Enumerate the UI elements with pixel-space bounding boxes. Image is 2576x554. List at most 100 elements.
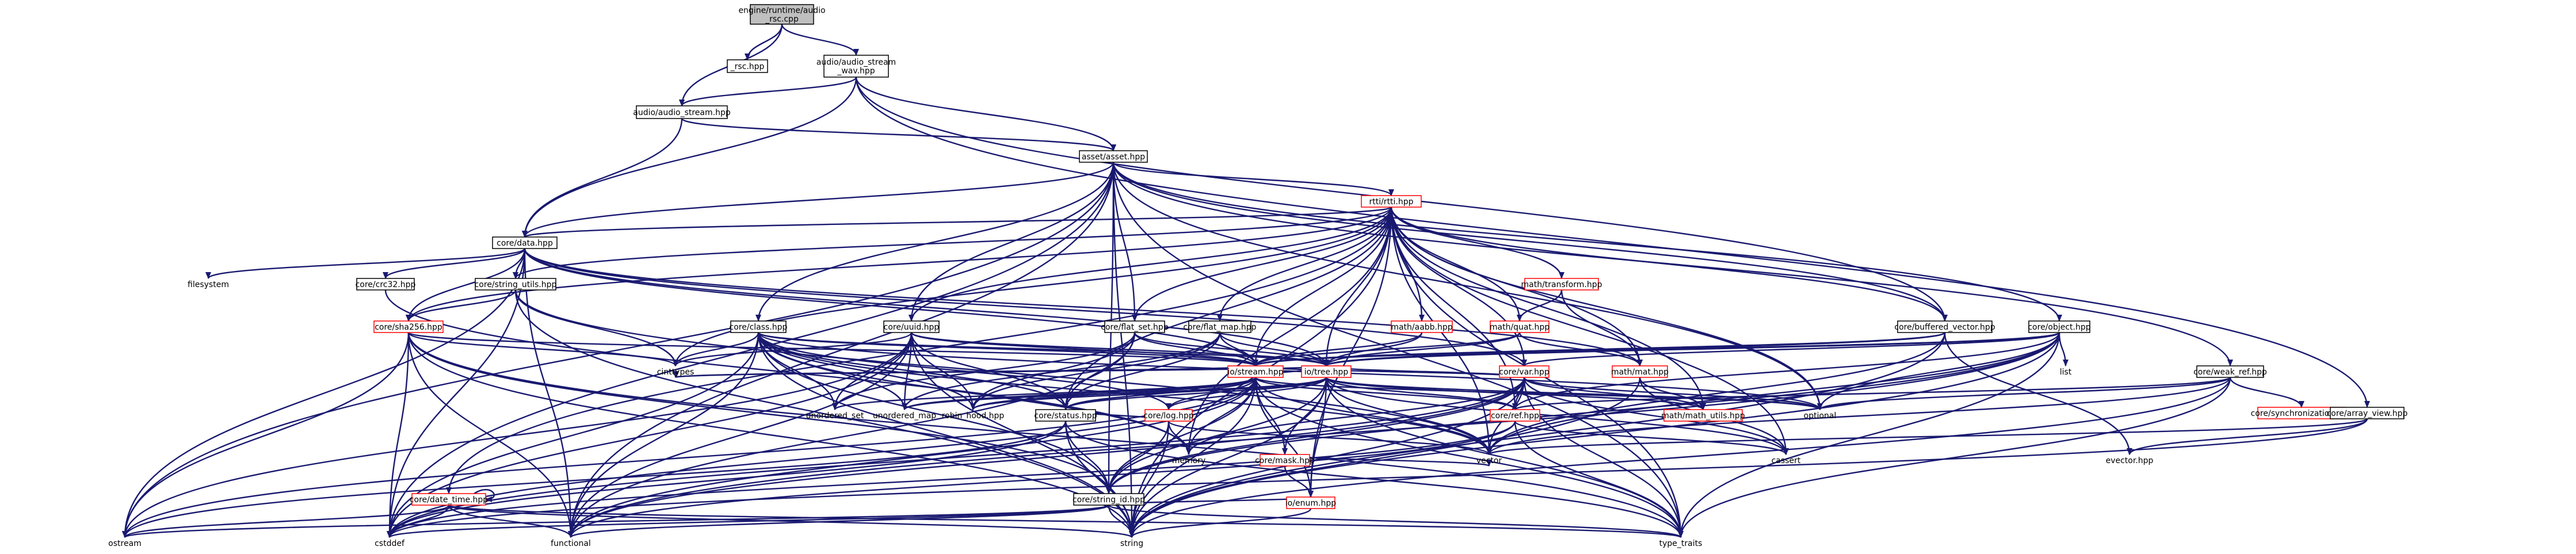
edge-iotree-optional — [1325, 376, 1823, 411]
node-label: vector — [1476, 456, 1502, 465]
node-memory[interactable]: memory — [1170, 454, 1207, 466]
edge-uuid-cinttypes — [673, 332, 913, 366]
edge-quat-iotree — [1323, 332, 1521, 366]
node-robin_hood[interactable]: robin_hood.hpp — [941, 410, 1005, 421]
edge-cls-string_id — [757, 332, 1112, 494]
node-quat[interactable]: math/quat.hpp — [1490, 320, 1550, 333]
node-mat[interactable]: math/mat.hpp — [1611, 365, 1669, 378]
node-iotree[interactable]: io/tree.hpp — [1301, 365, 1352, 378]
node-label: optional — [1804, 411, 1837, 421]
node-box — [636, 105, 728, 119]
node-flat_set[interactable]: core/flat_set.hpp — [1101, 320, 1169, 333]
edge-sha256-istream — [407, 331, 1258, 367]
node-label: math/quat.hpp — [1490, 323, 1550, 332]
node-weak_ref[interactable]: core/weak_ref.hpp — [2193, 365, 2267, 378]
node-sha256[interactable]: core/sha256.hpp — [373, 320, 444, 333]
node-unordered_set[interactable]: unordered_set — [804, 410, 865, 421]
node-label: robin_hood.hpp — [942, 411, 1005, 421]
node-label: core/date_time.hpp — [410, 495, 488, 505]
node-data[interactable]: core/data.hpp — [492, 236, 558, 249]
edge-rtti-istream — [1253, 207, 1392, 366]
node-box — [1499, 365, 1550, 378]
edge-string_id-ostream — [122, 504, 1110, 538]
node-label: rtti/rtti.hpp — [1369, 197, 1413, 207]
node-label: core/status.hpp — [1034, 411, 1097, 421]
edge-status-ostream — [122, 421, 1067, 538]
edge-aabb-iotree — [1323, 332, 1423, 366]
node-label: cinttypes — [657, 368, 694, 377]
node-box — [1490, 320, 1550, 333]
node-unordered_map[interactable]: unordered_map — [872, 410, 937, 421]
edge-iotree-ref — [1325, 377, 1518, 410]
node-flat_map[interactable]: core/flat_map.hpp — [1183, 320, 1257, 333]
edge-date_time-functional — [448, 505, 574, 538]
node-rsc_hpp[interactable]: _rsc.hpp — [727, 59, 768, 73]
node-array_view[interactable]: core/array_view.hpp — [2327, 407, 2408, 419]
node-evector[interactable]: evector.hpp — [2106, 454, 2154, 466]
edge-date_time-date_time — [474, 488, 495, 502]
node-type_traits[interactable]: type_traits — [1653, 537, 1709, 549]
node-asset[interactable]: asset/asset.hpp — [1079, 150, 1148, 163]
node-cls[interactable]: core/class.hpp — [730, 320, 788, 333]
node-crc32[interactable]: core/crc32.hpp — [356, 278, 416, 291]
edge-aud_wav-aud_stream — [679, 77, 857, 106]
node-sync[interactable]: core/synchronization.hpp — [2251, 407, 2353, 419]
edge-root-rsc_hpp — [745, 24, 783, 60]
node-box — [1079, 150, 1148, 163]
edge-asset-uuid — [909, 162, 1115, 322]
edge-rtti-uuid — [909, 207, 1392, 322]
node-functional[interactable]: functional — [549, 537, 593, 549]
edge-uuid-functional — [568, 332, 913, 538]
node-cinttypes[interactable]: cinttypes — [651, 366, 700, 377]
edge-object-var — [1521, 331, 2060, 367]
node-label: core/weak_ref.hpp — [2193, 368, 2267, 377]
edge-sha256-functional — [407, 332, 574, 538]
node-transform[interactable]: math/transform.hpp — [1521, 278, 1602, 291]
node-label: memory — [1172, 456, 1206, 465]
node-aud_wav[interactable]: audio/audio_stream_wav.hpp — [816, 55, 896, 78]
edge-buffered_vector-string — [1129, 332, 1946, 538]
node-vector[interactable]: vector — [1473, 454, 1505, 466]
node-uuid[interactable]: core/uuid.hpp — [883, 320, 940, 333]
node-var[interactable]: core/var.hpp — [1499, 365, 1550, 378]
edge-asset-type_traits — [1112, 162, 1684, 538]
node-string_id[interactable]: core/string_id.hpp — [1073, 493, 1145, 506]
node-istream[interactable]: io/stream.hpp — [1227, 365, 1284, 378]
node-date_time[interactable]: core/date_time.hpp — [410, 493, 488, 506]
node-optional[interactable]: optional — [1801, 410, 1839, 421]
node-aud_stream[interactable]: audio/audio_stream.hpp — [633, 105, 731, 119]
node-root[interactable]: engine/runtime/audio_rsc.cpp — [738, 4, 826, 25]
node-filesystem[interactable]: filesystem — [183, 278, 234, 290]
node-math_utils[interactable]: math/math_utils.hpp — [1661, 409, 1745, 422]
node-buffered_vector[interactable]: core/buffered_vector.hpp — [1894, 320, 1995, 333]
node-string[interactable]: string — [1115, 537, 1148, 549]
node-label: cstddef — [375, 539, 405, 548]
node-string_utils[interactable]: core/string_utils.hpp — [475, 278, 557, 291]
edge-var-cstddef — [387, 377, 1525, 538]
node-label: math/math_utils.hpp — [1661, 411, 1745, 421]
node-aabb[interactable]: math/aabb.hpp — [1391, 320, 1453, 333]
node-mask[interactable]: core/mask.hpp — [1255, 454, 1315, 467]
node-box — [1104, 320, 1165, 333]
node-cstddef[interactable]: cstddef — [371, 537, 409, 549]
node-ostream[interactable]: ostream — [106, 537, 144, 549]
edge-log-vector — [1167, 420, 1492, 456]
node-cassert[interactable]: cassert — [1768, 454, 1804, 466]
edge-rtti-sha256 — [406, 207, 1392, 322]
edge-var-type_traits — [1523, 377, 1684, 538]
node-enum[interactable]: io/enum.hpp — [1285, 496, 1336, 509]
node-rtti[interactable]: rtti/rtti.hpp — [1361, 195, 1422, 208]
node-object[interactable]: core/object.hpp — [2028, 320, 2091, 333]
edge-iotree-string_id — [1106, 377, 1327, 494]
node-ref[interactable]: core/ref.hpp — [1490, 409, 1540, 422]
node-log[interactable]: core/log.hpp — [1143, 409, 1194, 422]
node-list[interactable]: list — [2054, 366, 2077, 377]
edge-var-cassert — [1523, 377, 1789, 455]
edge-data-iotree — [524, 248, 1329, 366]
edge-var-math_utils — [1523, 377, 1706, 410]
node-status[interactable]: core/status.hpp — [1034, 409, 1097, 422]
node-label: math/transform.hpp — [1521, 280, 1602, 289]
edge-aud_stream-asset — [681, 117, 1116, 152]
edge-cls-functional — [568, 332, 760, 538]
edge-var-string_id — [1106, 377, 1525, 494]
